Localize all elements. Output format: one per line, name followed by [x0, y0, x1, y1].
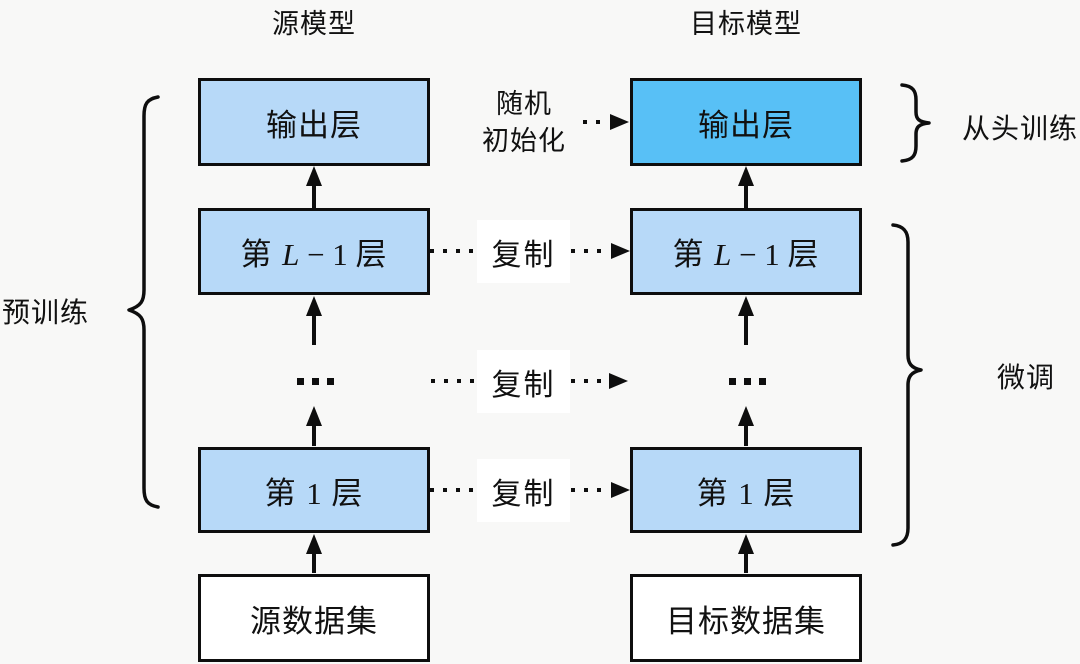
- copy-label-layer-L-1: 复制: [477, 220, 570, 283]
- target-output-layer-label: 输出层: [698, 107, 794, 143]
- target-arrow-layerL-to-output-icon: [738, 166, 754, 208]
- target-dataset-box: 目标数据集: [630, 574, 862, 662]
- source-layer-L-1-label: 第 L − 1 层: [240, 237, 388, 272]
- source-model-title: 源模型: [272, 9, 356, 39]
- target-ellipsis-icon: [729, 378, 766, 385]
- target-layer-1-box: 第 1 层: [630, 447, 862, 533]
- train-from-scratch-label: 从头训练: [962, 113, 1079, 144]
- target-arrow-dataset-to-layer1-icon: [738, 534, 754, 573]
- target-layer-L-1-box: 第 L − 1 层: [630, 208, 862, 295]
- source-layer-L-1-box: 第 L − 1 层: [198, 208, 430, 295]
- target-layer-L-1-label: 第 L − 1 层: [672, 237, 820, 272]
- source-layer-1-box: 第 1 层: [198, 447, 430, 533]
- target-arrow-layer1-to-ellipsis-icon: [738, 406, 754, 446]
- finetune-right-brace-icon: [891, 223, 923, 547]
- target-output-layer-box: 输出层: [630, 78, 862, 166]
- pretrain-left-brace-icon: [127, 95, 160, 509]
- random-init-dashed-arrow-icon: [583, 114, 629, 130]
- source-dataset-label: 源数据集: [250, 603, 378, 639]
- copy-label-middle: 复制: [477, 350, 570, 413]
- source-dataset-box: 源数据集: [198, 574, 430, 662]
- pretrain-label: 预训练: [2, 297, 90, 328]
- source-arrow-layerL-to-output-icon: [306, 166, 322, 208]
- random-init-label: 随机 初始化: [482, 89, 566, 156]
- source-output-layer-label: 输出层: [266, 107, 362, 143]
- source-layer-1-label: 第 1 层: [264, 475, 364, 511]
- target-layer-1-label: 第 1 层: [696, 475, 796, 511]
- copy-label-layer-1: 复制: [477, 459, 570, 522]
- source-arrow-ellipsis-to-layerL-icon: [306, 296, 322, 345]
- source-ellipsis-icon: [297, 378, 334, 385]
- target-arrow-ellipsis-to-layerL-icon: [738, 296, 754, 345]
- target-model-title: 目标模型: [690, 9, 802, 39]
- train-from-scratch-right-brace-icon: [900, 83, 931, 163]
- finetune-label: 微调: [997, 362, 1056, 393]
- target-dataset-label: 目标数据集: [666, 603, 826, 639]
- source-arrow-layer1-to-ellipsis-icon: [306, 406, 322, 446]
- source-arrow-dataset-to-layer1-icon: [306, 534, 322, 573]
- source-output-layer-box: 输出层: [198, 78, 430, 166]
